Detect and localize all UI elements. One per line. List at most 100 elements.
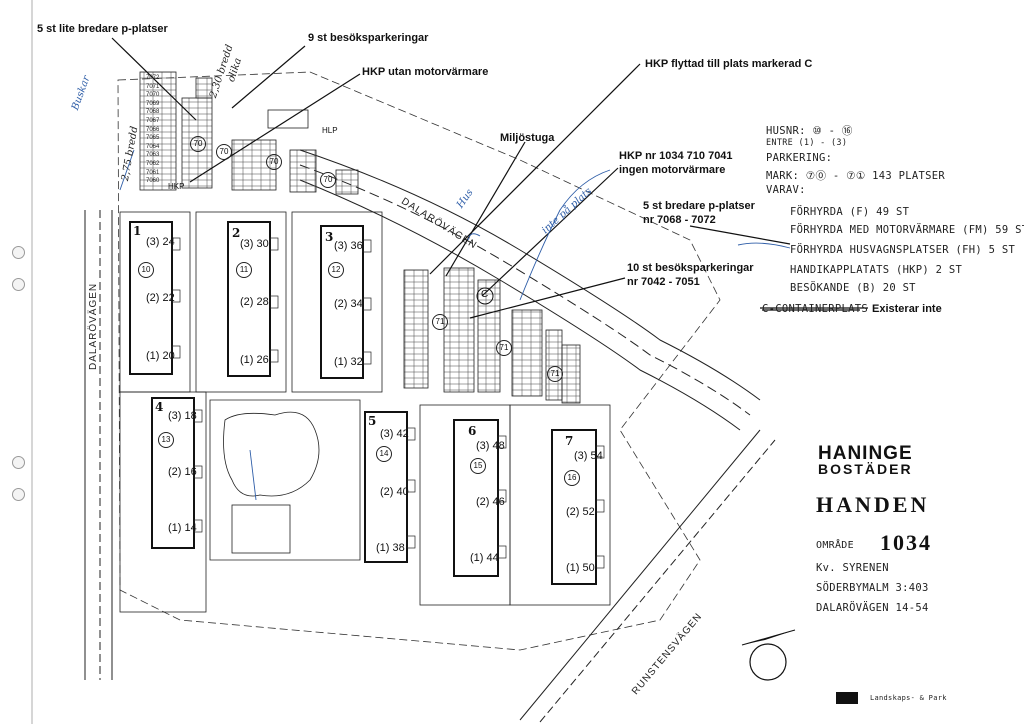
building-1-entry-1: (1) 20 [146,350,175,362]
building-4-entry-1: (1) 14 [168,522,197,534]
legend-row-f: FÖRHYRDA (F) 49 ST [790,206,910,218]
building-2-entry-3: (3) 30 [240,238,269,250]
parking-lot-71 [403,267,581,404]
legend-row-b: BESÖKANDE (B) 20 ST [790,282,916,294]
building-2-entry-2: (2) 28 [240,296,269,308]
annotation-visitor9: 9 st besöksparkeringar [308,32,429,44]
building-2-id: 2 [232,226,241,240]
building-3-id: 3 [325,230,334,244]
building-7-entry-3: (3) 54 [574,450,603,462]
building-3-husnr: 12 [328,262,344,278]
annotation-small-wide: 5 st lite bredare p-platser [37,23,168,35]
title-place: HANDEN [816,492,930,517]
building-6-entry-3: (3) 48 [476,440,505,452]
stall-code: 7060 [146,178,160,185]
building-2-husnr: 11 [236,262,252,278]
omrade-value: 1034 [880,530,932,555]
binder-hole [12,488,25,501]
building-4-id: 4 [155,400,164,414]
stall-code: 7070 [146,92,160,99]
building-outlines [129,221,597,585]
building-5-entry-3: (3) 42 [380,428,409,440]
building-5-id: 5 [368,414,377,428]
lot-70-marker: 70 [320,172,336,188]
stall-code: 7062 [146,160,160,167]
building-7-entry-1: (1) 50 [566,562,595,574]
building-6-husnr: 15 [470,458,486,474]
building-7-husnr: 16 [564,470,580,486]
stall-code: 7067 [146,117,160,124]
legend-mark: MARK: ⑦⓪ - ⑦① 143 PLATSER [766,170,945,182]
stall-code: 7066 [146,126,160,133]
stall-code: 7064 [146,143,160,150]
stall-code: 7063 [146,152,160,159]
building-1-entry-2: (2) 22 [146,292,175,304]
annotation-hkp-nr-1: HKP nr 1034 710 7041 [619,150,733,162]
building-5-entry-2: (2) 40 [380,486,409,498]
building-1-id: 1 [133,224,142,238]
legend-entre: ENTRE (1) - (3) [766,138,848,148]
stall-code: 7069 [146,100,160,107]
building-1-entry-3: (3) 24 [146,236,175,248]
hlp-label: HLP [322,126,338,135]
annotation-wide5-2: nr 7068 - 7072 [643,214,716,226]
stall-code: 7071 [146,83,160,90]
brand-haninge: HANINGE [818,443,913,464]
north-arrow [741,629,796,681]
legend-row-fm: FÖRHYRDA MED MOTORVÄRMARE (FM) 59 ST [790,224,1024,236]
lot-70-marker: 70 [266,154,282,170]
building-7-entry-2: (2) 52 [566,506,595,518]
annotation-hkp-nr-2: ingen motorvärmare [619,164,726,176]
building-4-entry-3: (3) 18 [168,410,197,422]
parking-lot-70 [139,71,359,195]
building-6-entry-1: (1) 44 [470,552,499,564]
annotation-wide5-1: 5 st bredare p-platser [643,200,755,212]
building-4-entry-2: (2) 16 [168,466,197,478]
hkp-label: HKP [168,182,185,191]
annotation-hkp-no-heater: HKP utan motorvärmare [362,66,489,78]
legend-varav: VARAV: [766,184,806,196]
building-3-entry-3: (3) 36 [334,240,363,252]
building-6-id: 6 [468,424,477,438]
stall-code: 7072 [146,75,160,81]
legend-parkering: PARKERING: [766,152,833,164]
annotation-not-exists: Existerar inte [872,303,942,315]
binder-hole [12,278,25,291]
building-3-entry-2: (2) 34 [334,298,363,310]
annotation-visitor10-1: 10 st besöksparkeringar [627,262,754,274]
building-3-entry-1: (1) 32 [334,356,363,368]
building-5-husnr: 14 [376,446,392,462]
legend-row-c: C-CONTAINERPLATS [762,303,868,315]
stall-code: 7068 [146,109,160,116]
stall-code: 7061 [146,169,160,176]
legend-husnr: HUSNR: ⑩ - ⑯ [766,125,853,137]
brand-bostader: BOSTÄDER [818,461,913,477]
building-6-entry-2: (2) 46 [476,496,505,508]
lot-71-marker: 71 [496,340,512,356]
lot-71-marker: 71 [547,366,563,382]
building-1-husnr: 10 [138,262,154,278]
binder-hole [12,456,25,469]
omrade-label: OMRÅDE [816,540,854,551]
annotation-hkp-moved: HKP flyttad till plats markerad C [645,58,813,70]
building-2-entry-1: (1) 26 [240,354,269,366]
legend-row-hkp: HANDIKAPPLATATS (HKP) 2 ST [790,264,963,276]
kv-label: Kv. SYRENEN [816,562,889,574]
annotation-env-shed: Miljöstuga [500,132,555,144]
binder-hole [12,246,25,259]
legend-row-fh: FÖRHYRDA HUSVAGNSPLATSER (FH) 5 ST [790,244,1016,256]
annotation-visitor10-2: nr 7042 - 7051 [627,276,700,288]
building-7-id: 7 [565,434,574,448]
building-5-entry-1: (1) 38 [376,542,405,554]
footer-credit: Landskaps- & Park [870,694,947,702]
fastighet-label: SÖDERBYMALM 3:403 [816,582,929,594]
road-label-dalarovagen-left: DALARÖVÄGEN [88,282,99,370]
building-4-husnr: 13 [158,432,174,448]
container-c-label: C [481,289,489,300]
stall-code: 7065 [146,135,160,142]
adress-label: DALARÖVÄGEN 14-54 [816,602,929,614]
lot-71-marker: 71 [432,314,448,330]
